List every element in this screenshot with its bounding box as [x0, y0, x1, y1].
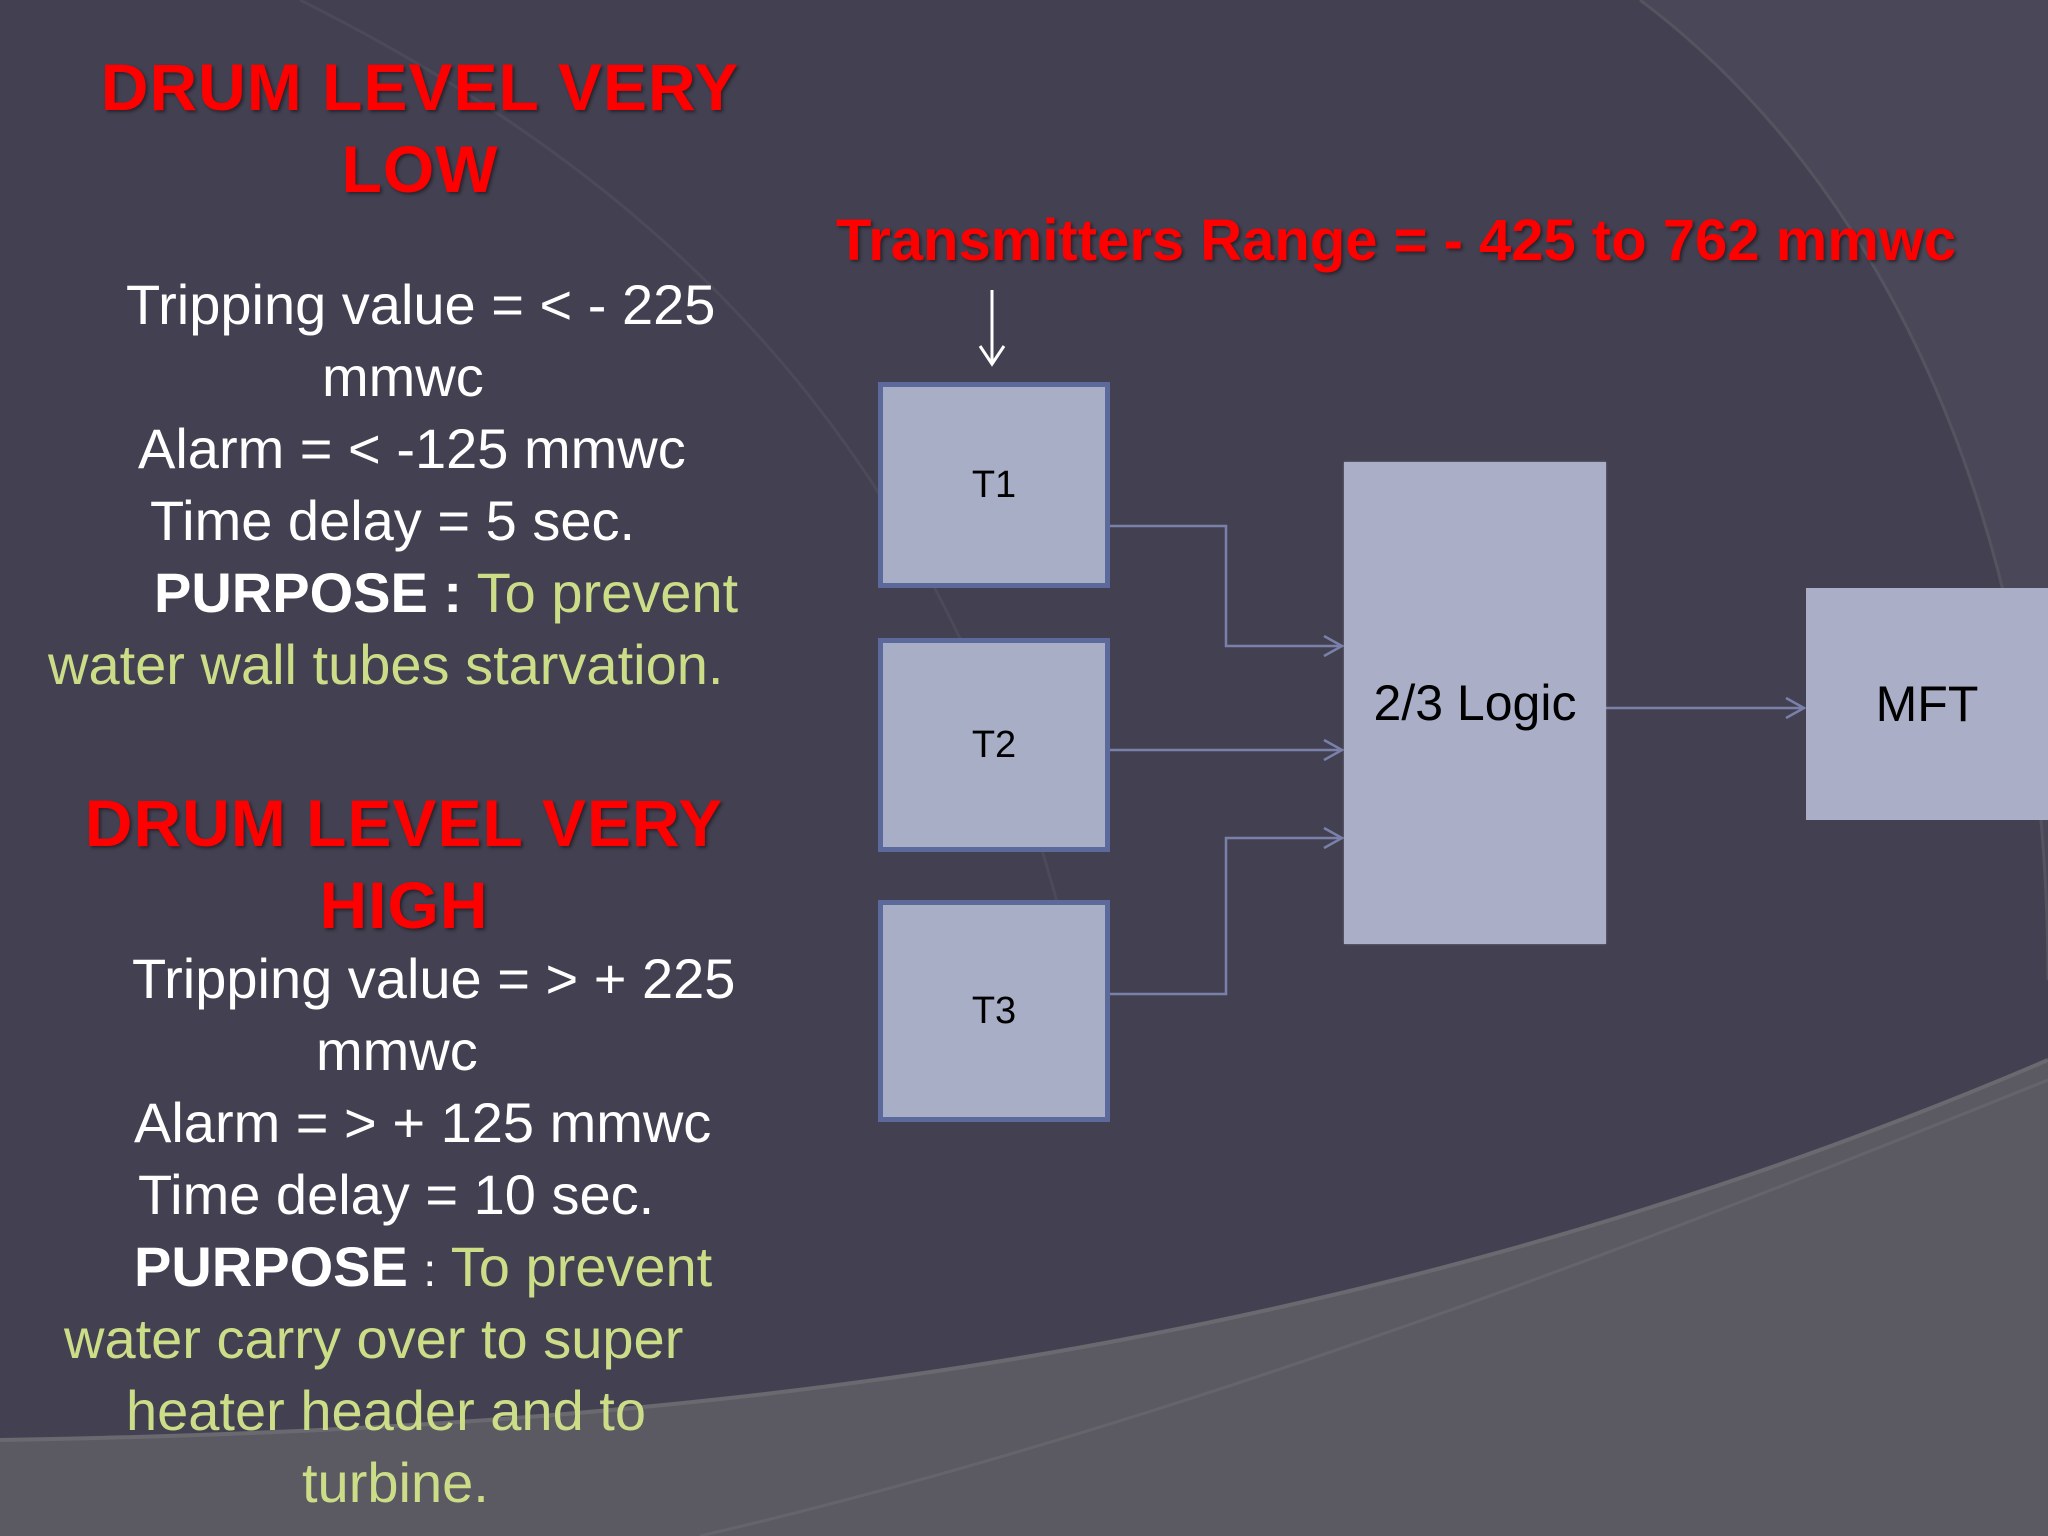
- high-heading-line1: DRUM LEVEL VERY: [84, 786, 724, 860]
- low-purpose-text-line2: water wall tubes starvation.: [48, 633, 724, 696]
- high-heading: DRUM LEVEL VERY HIGH: [44, 782, 764, 946]
- low-delay: Time delay = 5 sec.: [150, 489, 636, 552]
- high-purpose-text-line4: turbine.: [302, 1451, 489, 1514]
- high-purpose-text-line1: To prevent: [450, 1235, 713, 1298]
- high-purpose: PURPOSE : To prevent: [134, 1232, 712, 1305]
- transmitter-t1-box: T1: [878, 382, 1110, 588]
- low-trip-line2: mmwc: [322, 345, 484, 408]
- low-purpose-text-line1: To prevent: [476, 561, 739, 624]
- high-trip-line1: Tripping value = > + 225: [132, 947, 736, 1010]
- high-alarm: Alarm = > + 125 mmwc: [134, 1091, 712, 1154]
- high-purpose-text-line3: heater header and to: [126, 1379, 646, 1442]
- transmitter-t3-box: T3: [878, 900, 1110, 1122]
- low-heading: DRUM LEVEL VERY LOW: [60, 46, 780, 210]
- low-trip-line1: Tripping value = < - 225: [126, 273, 716, 336]
- high-delay: Time delay = 10 sec.: [138, 1163, 655, 1226]
- transmitter-t2-box: T2: [878, 638, 1110, 852]
- transmitters-range-title: Transmitters Range = - 425 to 762 mmwc: [836, 208, 1957, 273]
- low-heading-line2: LOW: [341, 132, 499, 206]
- transmitter-t3-label: T3: [971, 989, 1017, 1032]
- high-purpose-colon: :: [423, 1244, 437, 1296]
- high-purpose-text-line2: water carry over to super: [64, 1307, 684, 1370]
- low-alarm: Alarm = < -125 mmwc: [138, 417, 686, 480]
- low-purpose-label: PURPOSE :: [154, 561, 463, 624]
- transmitter-t1-label: T1: [971, 463, 1017, 506]
- high-heading-line2: HIGH: [319, 868, 489, 942]
- mft-label: MFT: [1875, 676, 1979, 732]
- mft-box: MFT: [1806, 588, 2048, 820]
- low-purpose: PURPOSE : To prevent: [154, 558, 738, 628]
- high-trip-line2: mmwc: [316, 1019, 478, 1082]
- logic-label: 2/3 Logic: [1373, 675, 1577, 731]
- transmitter-t2-label: T2: [971, 723, 1017, 766]
- logic-box: 2/3 Logic: [1344, 462, 1606, 944]
- low-heading-line1: DRUM LEVEL VERY: [100, 50, 740, 124]
- high-purpose-label: PURPOSE: [134, 1235, 408, 1298]
